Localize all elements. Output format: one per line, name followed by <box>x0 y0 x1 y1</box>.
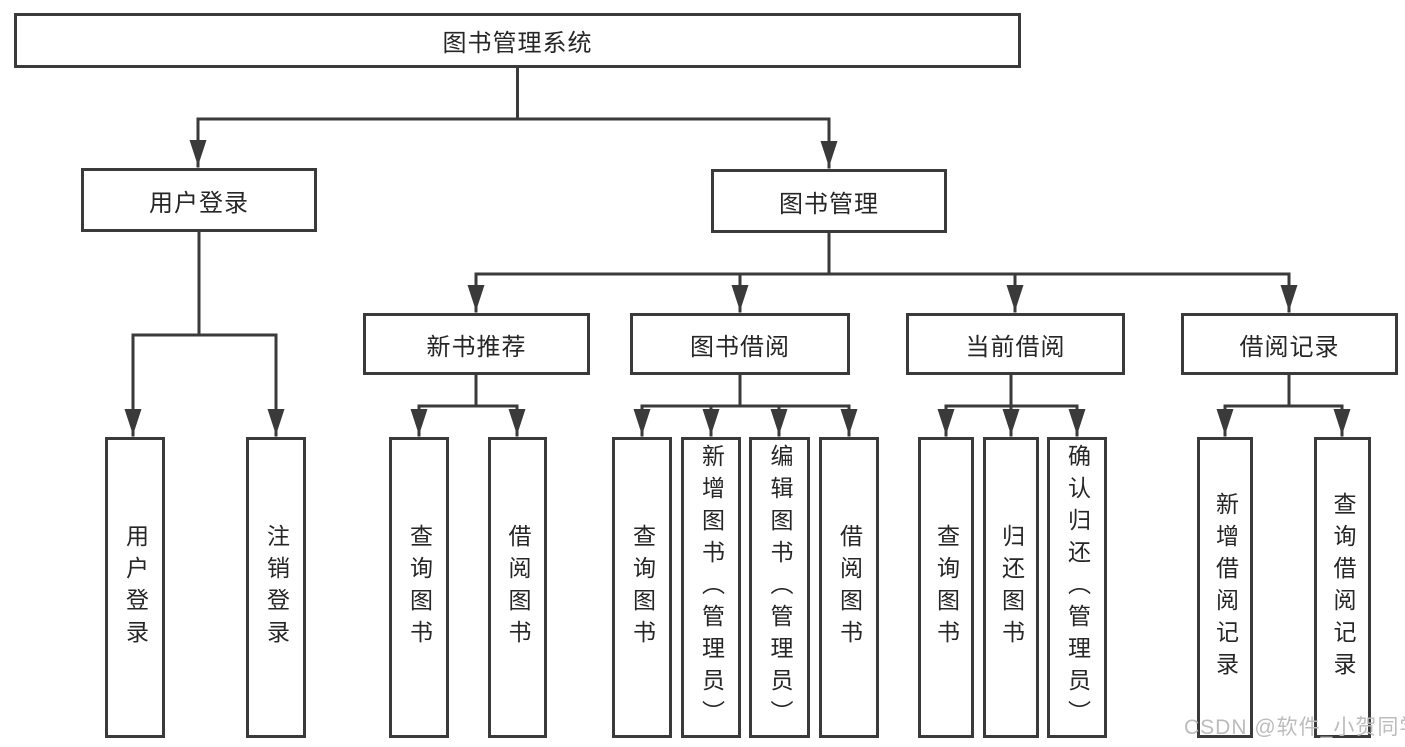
leaf-confirm-return-admin: 确认归还（管理员） <box>1047 437 1107 738</box>
leaf-add-borrow-record-label: 新增借阅记录 <box>1212 491 1239 684</box>
leaf-add-book-admin-label: 新增图书（管理员） <box>698 443 725 732</box>
leaf-add-borrow-record: 新增借阅记录 <box>1197 437 1253 738</box>
leaf-query-books-2-label: 查询图书 <box>629 523 656 652</box>
leaf-edit-book-admin-label: 编辑图书（管理员） <box>767 443 793 732</box>
leaf-borrow-books-2: 借阅图书 <box>819 437 879 738</box>
leaf-user-login-label: 用户登录 <box>122 523 149 652</box>
leaf-edit-book-admin: 编辑图书（管理员） <box>749 437 810 738</box>
node-book-borrow: 图书借阅 <box>630 313 850 375</box>
node-book-management: 图书管理 <box>711 169 947 233</box>
leaf-add-book-admin: 新增图书（管理员） <box>681 437 741 738</box>
leaf-query-books-2: 查询图书 <box>612 437 672 738</box>
leaf-query-books-1-label: 查询图书 <box>406 523 433 652</box>
node-current-borrow-label: 当前借阅 <box>965 333 1066 361</box>
leaf-borrow-books-1: 借阅图书 <box>488 437 547 738</box>
node-user-login: 用户登录 <box>81 168 317 232</box>
node-borrow-records: 借阅记录 <box>1181 313 1398 375</box>
node-new-book-recommend-label: 新书推荐 <box>426 333 527 361</box>
leaf-query-books-3-label: 查询图书 <box>933 523 960 652</box>
leaf-query-books-3: 查询图书 <box>918 437 974 738</box>
leaf-user-login: 用户登录 <box>105 437 165 738</box>
node-book-borrow-label: 图书借阅 <box>690 333 790 361</box>
leaf-borrow-books-2-label: 借阅图书 <box>836 523 863 652</box>
leaf-query-borrow-record: 查询借阅记录 <box>1314 437 1371 738</box>
node-new-book-recommend: 新书推荐 <box>363 313 590 375</box>
leaf-confirm-return-admin-label: 确认归还（管理员） <box>1064 443 1091 732</box>
leaf-return-book-label: 归还图书 <box>998 523 1025 652</box>
node-current-borrow: 当前借阅 <box>906 313 1125 375</box>
node-book-management-label: 图书管理 <box>779 190 879 218</box>
node-system-root: 图书管理系统 <box>14 13 1021 68</box>
leaf-borrow-books-1-label: 借阅图书 <box>505 523 531 652</box>
leaf-logout: 注销登录 <box>246 437 306 738</box>
leaf-query-books-1: 查询图书 <box>389 437 449 738</box>
node-system-root-label: 图书管理系统 <box>442 30 593 57</box>
leaf-query-borrow-record-label: 查询借阅记录 <box>1330 491 1356 684</box>
csdn-watermark: CSDN @软件_小贺同学 <box>1184 716 1405 739</box>
node-borrow-records-label: 借阅记录 <box>1239 333 1340 361</box>
node-user-login-label: 用户登录 <box>149 189 249 217</box>
leaf-return-book: 归还图书 <box>983 437 1039 738</box>
leaf-logout-label: 注销登录 <box>263 523 290 652</box>
